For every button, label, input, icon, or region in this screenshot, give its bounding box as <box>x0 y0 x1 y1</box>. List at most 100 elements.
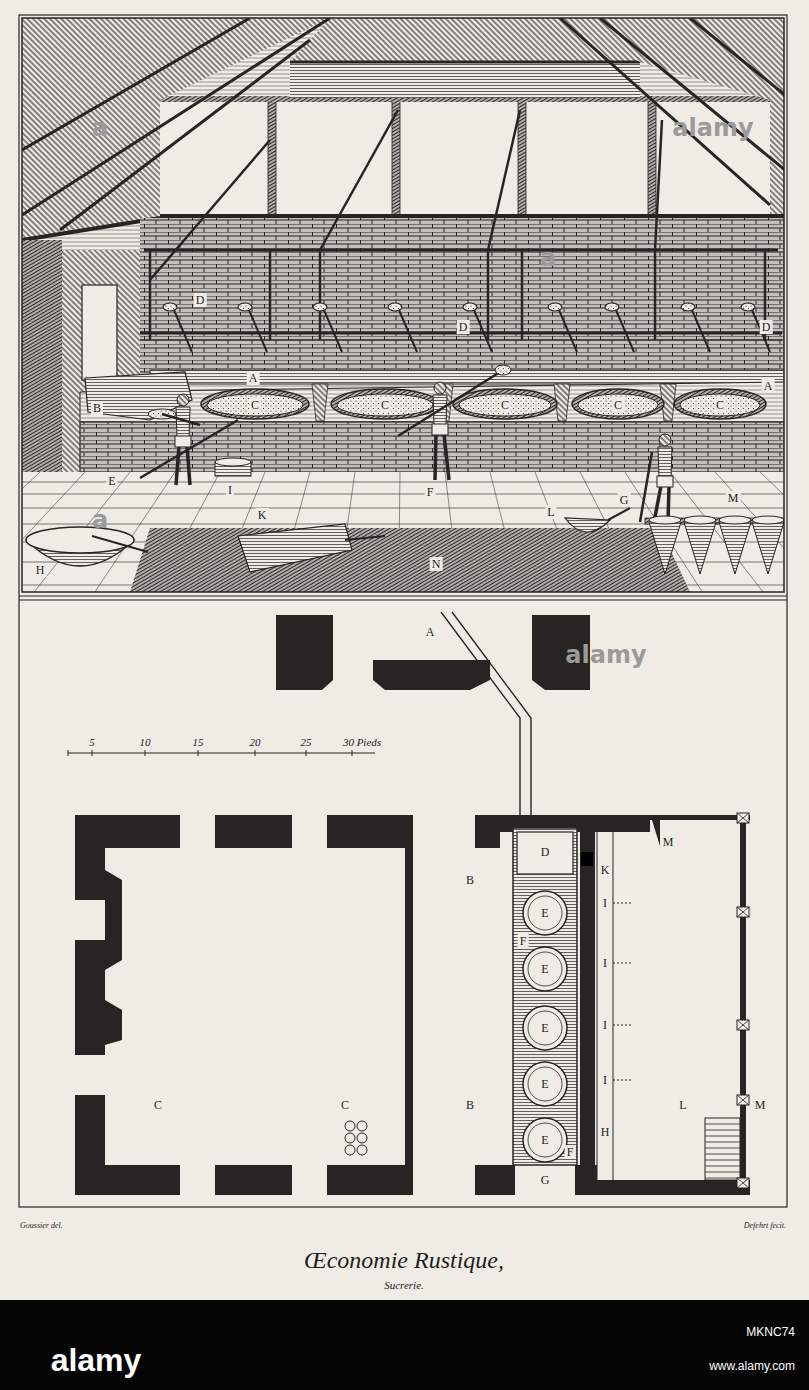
wall-pier <box>105 1000 122 1045</box>
wall-plate <box>22 218 160 240</box>
brace-pole <box>320 110 398 250</box>
left-pillar <box>22 240 62 472</box>
callout-letter: G <box>539 1173 552 1187</box>
sugar-form <box>684 522 716 574</box>
wall-opening <box>75 900 105 940</box>
post-marker <box>737 907 749 917</box>
rafter <box>690 18 784 95</box>
post-marker <box>737 1178 749 1188</box>
callout-letter: D <box>457 320 470 334</box>
ladle <box>238 303 252 311</box>
window-opening <box>160 100 770 215</box>
rail-post <box>654 250 657 340</box>
stair-step <box>705 1130 740 1131</box>
rail-post <box>149 250 152 340</box>
worker-leg <box>435 434 436 480</box>
worker-torso <box>658 447 672 478</box>
gallery-line <box>597 832 598 1180</box>
worker-head <box>434 382 446 394</box>
callout-letter: B <box>464 873 476 887</box>
sugar-form-top <box>752 516 784 524</box>
floor-joint <box>670 472 763 592</box>
brace-pole <box>655 120 662 250</box>
copper-rim <box>453 389 557 419</box>
building-wall <box>475 1165 515 1195</box>
cooling-trough <box>238 524 352 572</box>
copper-syrup <box>207 394 303 416</box>
watermark: www.alamy.com <box>709 1360 795 1372</box>
scale-tick <box>92 750 93 756</box>
callout-letter: M <box>753 1098 768 1112</box>
callout-letter: C <box>152 1098 164 1112</box>
wall-opening <box>180 815 215 848</box>
wall-section <box>276 615 333 690</box>
watermark: alamy <box>565 643 646 667</box>
worker-cloth <box>432 424 448 435</box>
scale-tick <box>255 750 256 756</box>
window-post <box>268 100 276 215</box>
callout-letter: E <box>539 1133 550 1147</box>
callout-letter: E <box>539 906 550 920</box>
plate-frame <box>19 15 787 1207</box>
callout-letter: I <box>601 1018 609 1032</box>
callout-letter: C <box>499 398 511 412</box>
post-marker <box>737 1020 749 1030</box>
callout-letter: L <box>545 505 556 519</box>
scale-tick <box>198 750 199 756</box>
scale-number: 30 Pieds <box>342 737 382 748</box>
sugar-form-plan <box>345 1133 355 1143</box>
callout-letter: F <box>565 1145 576 1159</box>
post-marker <box>737 907 749 917</box>
callout-letter: E <box>539 962 550 976</box>
fire-door-mark <box>613 963 632 964</box>
building-wall <box>75 815 413 1195</box>
ceiling-gable <box>290 62 640 98</box>
worker-leg <box>176 446 179 485</box>
roof-left <box>22 18 330 240</box>
divider <box>19 600 787 601</box>
rail-post <box>487 250 490 340</box>
watermark: alamy <box>51 1344 142 1376</box>
callout-letter: N <box>430 557 443 571</box>
plate-caption: Sucrerie. <box>384 1280 424 1291</box>
juice-cistern <box>517 832 573 874</box>
fire-door-mark <box>613 1080 632 1081</box>
copper-plan <box>528 896 562 930</box>
copper-syrup <box>578 394 658 416</box>
roof-right <box>560 18 784 230</box>
ladle-handle <box>559 310 577 352</box>
copper-rim <box>331 389 439 419</box>
ladle <box>605 303 619 311</box>
watermark-bar <box>0 1300 809 1390</box>
post-marker <box>737 813 749 823</box>
fire-door-mark <box>613 903 632 904</box>
wall-opening <box>292 815 327 848</box>
callout-letter: E <box>539 1021 550 1035</box>
ladle <box>548 303 562 311</box>
post-marker <box>737 1178 749 1188</box>
scale-tick <box>306 750 307 756</box>
callout-letter: G <box>618 493 631 507</box>
ladle <box>495 365 511 375</box>
watermark: alamy <box>672 116 753 140</box>
gallery-line <box>613 832 614 1180</box>
callout-letter: C <box>714 398 726 412</box>
cane-juice-trough <box>85 372 192 420</box>
sugar-form-plan <box>357 1133 367 1143</box>
ladle-handle <box>692 310 710 352</box>
stair-step <box>705 1178 740 1179</box>
floor-mat <box>130 528 690 592</box>
post-marker <box>737 1095 749 1105</box>
sugar-form <box>719 522 751 574</box>
worker-leg <box>187 446 190 485</box>
copper-plan <box>523 1062 567 1106</box>
rafter <box>600 18 784 170</box>
worker-cloth <box>657 476 673 487</box>
post-marker <box>737 1095 749 1105</box>
back-ground <box>22 18 784 592</box>
scale-number: 25 <box>300 737 313 748</box>
callout-letter: H <box>34 563 47 577</box>
copper-syrup <box>337 394 433 416</box>
paper <box>0 0 809 1300</box>
